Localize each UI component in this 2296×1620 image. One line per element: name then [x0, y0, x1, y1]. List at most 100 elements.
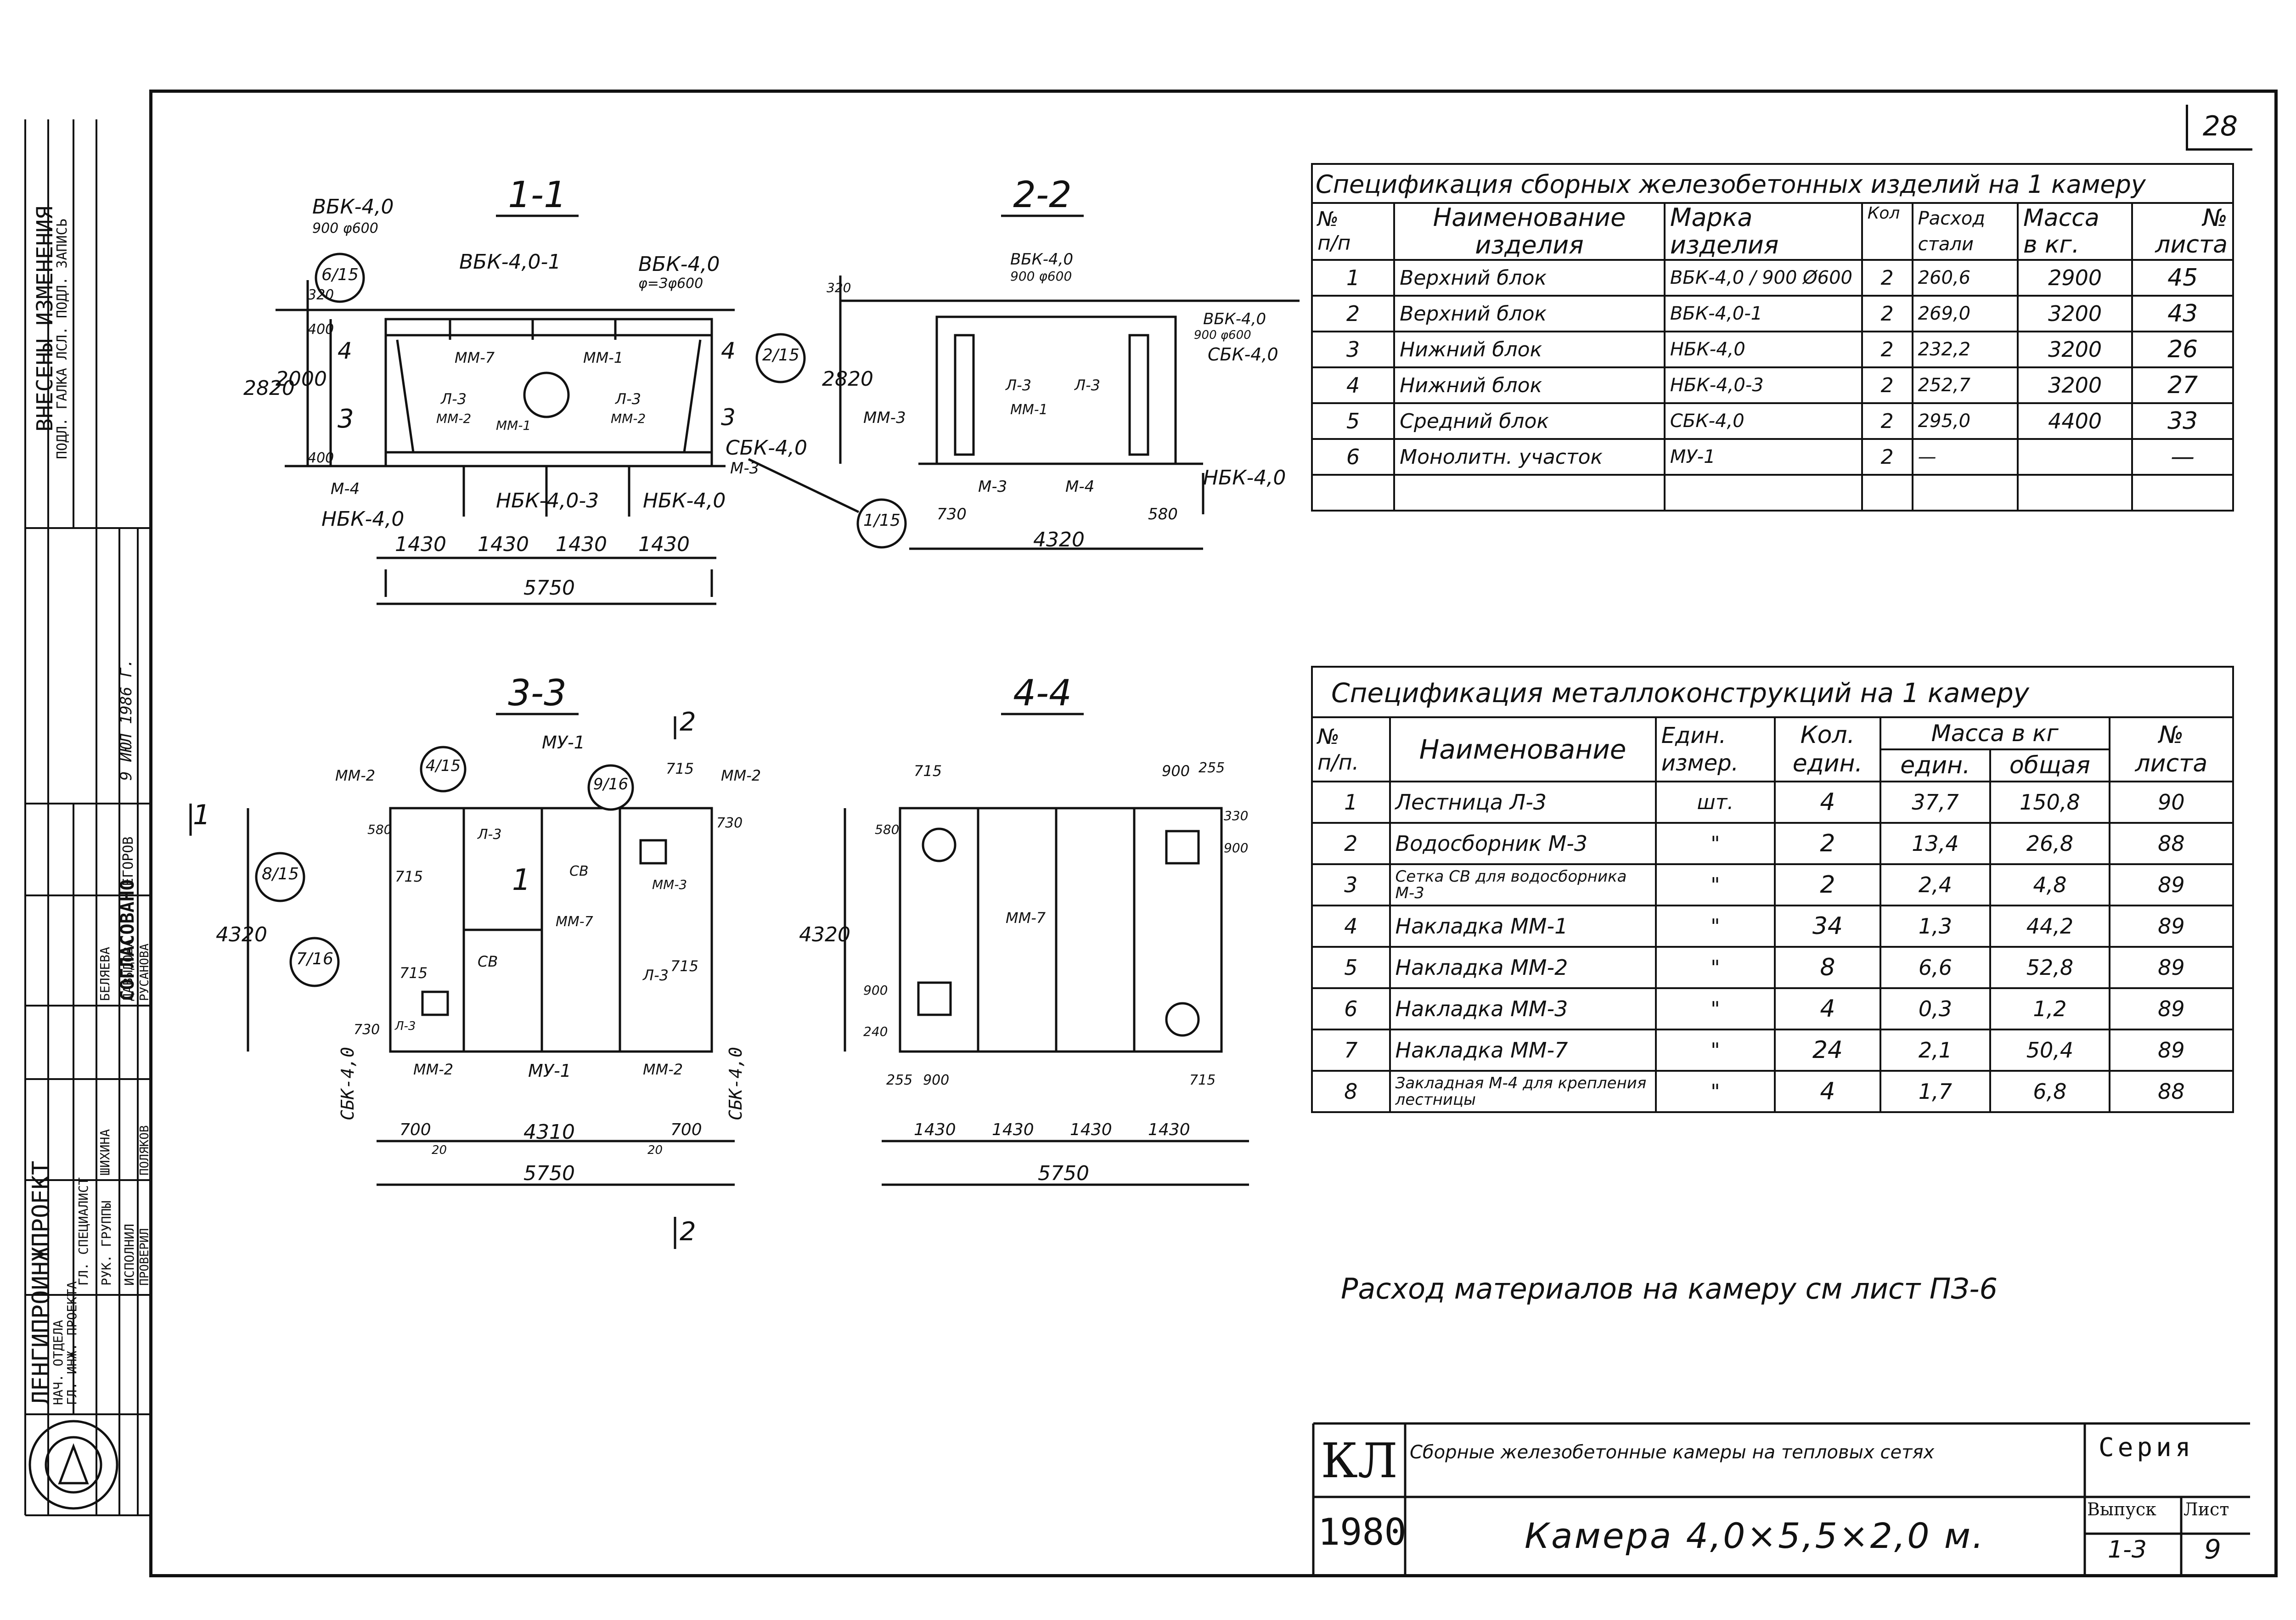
s11-label: ММ-7 [455, 349, 495, 366]
spec2-cell: 2,4 [1879, 863, 1992, 906]
spec2-cell: 2 [1774, 822, 1881, 865]
spec2-cell: Накладка ММ-2 [1389, 946, 1657, 989]
s22-label: ММ-1 [1010, 402, 1048, 418]
spec1-cell: 260,6 [1911, 259, 2019, 297]
spec1-h-sheet: № [2202, 204, 2228, 232]
s11-label: М-4 [331, 480, 360, 498]
spec1-h-mark: Марка [1670, 203, 1753, 232]
s33-dim: 715 [400, 964, 428, 982]
spec2-cell: 2,1 [1879, 1029, 1992, 1072]
spec1-cell [1861, 474, 1913, 512]
s44-dim: 5750 [1038, 1162, 1089, 1185]
spec2-cell: Водосборник М-3 [1389, 822, 1657, 865]
s33-label: СБК-4,0 [726, 1046, 746, 1120]
spec1-cell: 232,2 [1911, 331, 2019, 368]
spec1-cell: НБК-4,0 [1663, 331, 1863, 368]
drawing-frame [149, 90, 2278, 1577]
s11-label: ММ-2 [611, 411, 646, 426]
spec1-h-qty: Кол [1867, 204, 1900, 223]
s44-dim: 900 [1224, 840, 1249, 855]
s11-label: Л-3 [615, 390, 641, 408]
spec2-cell: 4 [1311, 905, 1391, 948]
spec1-title: Спецификация сборных железобетонных изде… [1311, 163, 2234, 202]
s11-label: φ=Зφ600 [638, 276, 703, 292]
title-name: Камера 4,0×5,5×2,0 м. [1525, 1515, 1986, 1556]
left-strip-lines [24, 119, 149, 1516]
spec1-cell: 2 [1861, 438, 1913, 476]
s11-dim: 320 [308, 287, 334, 303]
s11-dim: 400 [308, 450, 334, 466]
spec1-h-sheet2: листа [2155, 231, 2228, 259]
spec1-cell: 27 [2131, 366, 2234, 404]
spec2-cell: " [1654, 946, 1776, 989]
s11-dim: 1430 [556, 533, 607, 556]
s44-dim: 715 [914, 762, 942, 780]
spec1-cell: 33 [2131, 402, 2234, 440]
s22-label: М-3 [978, 478, 1007, 496]
s11-label: Л-3 [441, 390, 467, 408]
spec2-cell: 0,3 [1879, 987, 1992, 1030]
section-1-1-title: 1-1 [508, 174, 567, 216]
spec2-cell: Лестница Л-3 [1389, 781, 1657, 824]
spec2-cell: 8 [1774, 946, 1881, 989]
spec2-cell: 5 [1311, 946, 1391, 989]
spec2-cell: " [1654, 1070, 1776, 1113]
s11-label: ММ-1 [583, 349, 624, 366]
sheet-number-box: 28 [2186, 105, 2252, 151]
s11-label: НБК-4,0-3 [496, 489, 599, 512]
s22-dim: 2820 [822, 367, 873, 391]
spec2-cell: 4 [1774, 1070, 1881, 1113]
sheet-value: 9 [2204, 1534, 2221, 1565]
spec2-cell: Сетка СВ для водосборника М-3 [1389, 863, 1657, 906]
s22-dim: 580 [1148, 505, 1178, 523]
spec1-cell: НБК-4,0-3 [1663, 366, 1863, 404]
spec1-cell: 2 [1861, 295, 1913, 332]
s33-dim: 4310 [523, 1120, 575, 1144]
issue-label: Выпуск [2087, 1499, 2156, 1519]
spec2-cell: 1,7 [1879, 1070, 1992, 1113]
spec1-h-num: № [1317, 208, 1339, 231]
section-2-2-title: 2-2 [1013, 174, 1072, 216]
s33-mark: 2 [680, 1217, 696, 1247]
spec2-cell: 44,2 [1989, 905, 2110, 948]
spec2-cell: 90 [2108, 781, 2234, 824]
spec2-cell: 4 [1774, 781, 1881, 824]
s22-label: 900 φ600 [1010, 269, 1072, 284]
spec2-cell: " [1654, 822, 1776, 865]
spec1-h-mass: Масса [2023, 204, 2099, 232]
spec1-cell: 269,0 [1911, 295, 2019, 332]
spec1-cell: 3200 [2016, 331, 2133, 368]
spec1-h-mark2: изделия [1670, 231, 1779, 259]
s11-label: ВБК-4,0-1 [459, 250, 561, 274]
spec2-cell: шт. [1654, 781, 1776, 824]
s11-label: 900 φ600 [312, 220, 378, 236]
spec1-cell [1911, 474, 2019, 512]
spec2-cell: 2 [1311, 822, 1391, 865]
section-2-2-drawing [839, 276, 1300, 550]
spec2-h-num: № [1317, 724, 1339, 749]
s22-label: ВБК-4,0 [1010, 250, 1074, 269]
s22-label: НБК-4,0 [1203, 466, 1286, 489]
spec1-cell: 2 [1311, 295, 1396, 332]
s44-dim: 900 [923, 1072, 950, 1088]
s11-dim: 400 [308, 321, 334, 338]
s22-label: 900 φ600 [1194, 328, 1251, 342]
spec2-cell: 88 [2108, 1070, 2234, 1113]
spec2-header-row-2: един. общая [1312, 748, 2233, 782]
s33-label: ММ-7 [556, 914, 593, 930]
s44-dim: 1430 [992, 1120, 1034, 1139]
spec2-h-num2: п/п. [1317, 750, 1359, 775]
s11-mark: 4 [721, 338, 736, 364]
spec2-cell: 3 [1311, 863, 1391, 906]
s22-label: Л-3 [1006, 377, 1031, 394]
s33-dim: 580 [367, 822, 392, 837]
spec1-h-num2: п/п [1317, 231, 1351, 255]
s33-dim: 700 [670, 1120, 702, 1139]
spec2-cell: " [1654, 987, 1776, 1030]
